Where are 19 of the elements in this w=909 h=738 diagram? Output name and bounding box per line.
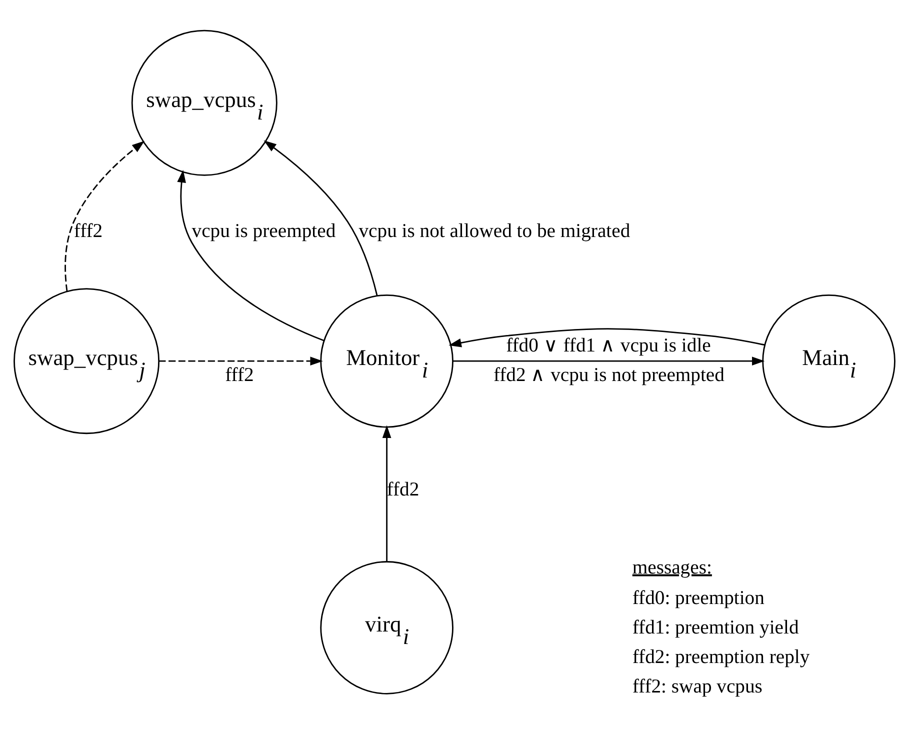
label: ffd0: preemption: [632, 586, 764, 609]
arrow: [452, 356, 765, 366]
edge-label: ffd2 ∧ vcpu is not preempted: [493, 364, 724, 386]
edge-label: fff2: [74, 220, 103, 242]
arrow: [64, 140, 145, 291]
edge-label: fff2: [225, 364, 254, 386]
label: messages:: [632, 556, 712, 578]
arrow: [158, 356, 323, 366]
edge-label: ffd0 ∨ ffd1 ∧ vcpu is idle: [506, 334, 711, 356]
edge-label: vcpu is not allowed to be migrated: [358, 220, 630, 242]
arrow: [448, 328, 765, 347]
edge-label: ffd2: [386, 478, 420, 500]
arrow: [177, 169, 324, 341]
label: fff2: swap vcpus: [632, 675, 762, 698]
label: ffd2: preemption reply: [632, 646, 810, 668]
arrow: [264, 140, 378, 296]
edge-label: vcpu is preempted: [192, 220, 336, 242]
arrow: [382, 424, 392, 561]
label: ffd1: preemtion yield: [632, 616, 799, 638]
